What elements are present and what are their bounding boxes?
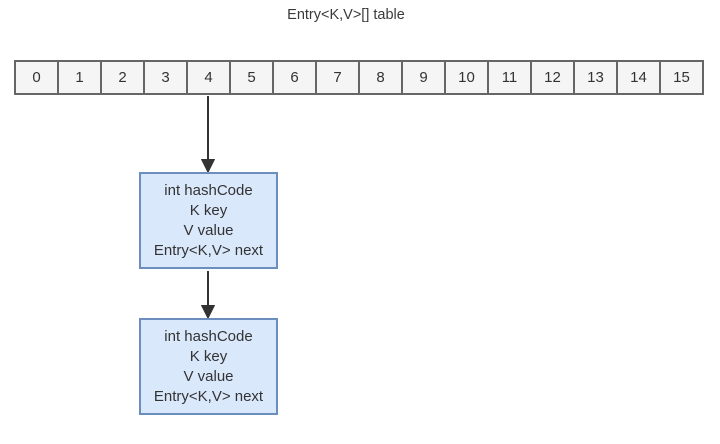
entry-node-field: V value: [183, 222, 234, 239]
entry-node-field: int hashCode: [164, 328, 253, 345]
entry-node-field: K key: [189, 202, 228, 219]
array-cell: 1: [57, 60, 102, 95]
array-cell: 15: [659, 60, 704, 95]
entry-node-field: int hashCode: [164, 182, 253, 199]
array-cell: 3: [143, 60, 188, 95]
array-cell: 2: [100, 60, 145, 95]
entry-node-field: K key: [189, 348, 228, 365]
array-cell: 9: [401, 60, 446, 95]
array-cell: 6: [272, 60, 317, 95]
array-cell: 12: [530, 60, 575, 95]
entry-node-field: Entry<K,V> next: [153, 242, 264, 259]
diagram-title: Entry<K,V>[] table: [287, 7, 405, 23]
entry-node-field: V value: [183, 368, 234, 385]
array-cell: 0: [14, 60, 59, 95]
array-cell: 5: [229, 60, 274, 95]
entry-node-field: Entry<K,V> next: [153, 388, 264, 405]
array-cell: 10: [444, 60, 489, 95]
array-cell: 11: [487, 60, 532, 95]
array-cell: 7: [315, 60, 360, 95]
array-cell: 13: [573, 60, 618, 95]
array-cell: 14: [616, 60, 661, 95]
array-cell: 8: [358, 60, 403, 95]
array-cell: 4: [186, 60, 231, 95]
